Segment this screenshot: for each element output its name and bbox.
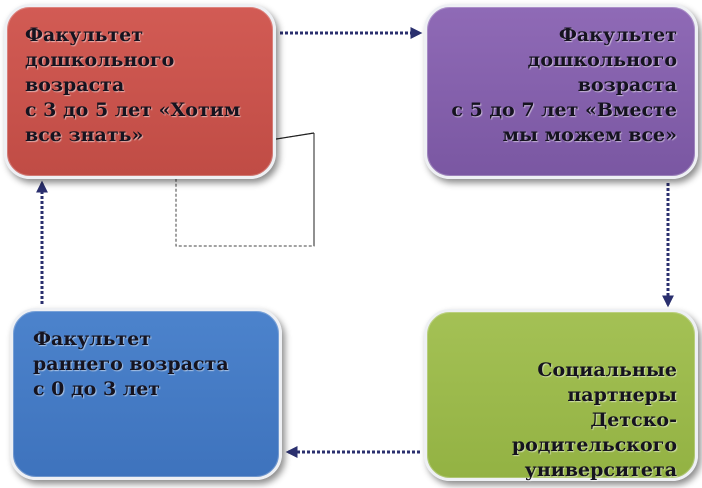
box-early-0-3: Факультет раннего возраста с 0 до 3 лет [10, 308, 282, 480]
box-early-0-3-text: Факультет раннего возраста с 0 до 3 лет [33, 328, 229, 400]
box-preschool-3-5: Факультет дошкольного возраста с 3 до 5 … [4, 4, 276, 179]
box-preschool-5-7: Факультет дошкольного возраста с 5 до 7 … [424, 4, 698, 179]
box-partners-text: Социальные партнеры Детско-родительского… [511, 359, 677, 481]
box-partners: Социальные партнеры Детско-родительского… [424, 309, 698, 481]
box-preschool-3-5-text: Факультет дошкольного возраста с 3 до 5 … [25, 24, 241, 146]
box-preschool-5-7-text: Факультет дошкольного возраста с 5 до 7 … [451, 24, 677, 146]
